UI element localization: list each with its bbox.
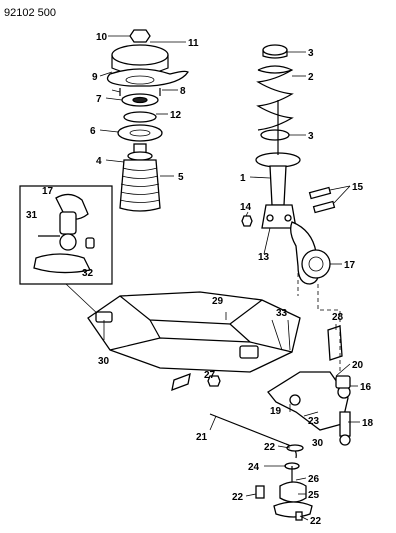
callout-label: 33 [276, 308, 288, 319]
steering-knuckle [290, 221, 331, 285]
callout-label: 27 [204, 370, 216, 381]
callout-leaders [99, 35, 360, 521]
callout-label: 13 [258, 252, 270, 263]
callout-labels: 10 11 9 8 7 12 6 4 5 3 2 3 1 15 14 13 17… [26, 32, 374, 527]
phantom-lines [297, 266, 341, 372]
callout-label: 31 [26, 210, 38, 221]
crossmember-nut [207, 375, 221, 387]
spring-strut-assembly [255, 44, 301, 229]
callout-label: 28 [332, 312, 344, 323]
strut-mount-assembly [106, 29, 189, 212]
strut-bolts [241, 186, 336, 227]
callout-label: 30 [312, 438, 324, 449]
callout-label: 17 [42, 186, 54, 197]
callout-label: 4 [96, 156, 102, 167]
callout-label: 16 [360, 382, 372, 393]
callout-label: 8 [180, 86, 186, 97]
callout-label: 20 [352, 360, 364, 371]
callout-label: 26 [308, 474, 320, 485]
callout-label: 10 [96, 32, 108, 43]
callout-label: 23 [308, 416, 320, 427]
callout-label: 24 [248, 462, 260, 473]
callout-label: 3 [308, 48, 314, 59]
crossmember [87, 291, 301, 392]
callout-label: 25 [308, 490, 320, 501]
callout-label: 21 [196, 432, 208, 443]
callout-label: 12 [170, 110, 182, 121]
callout-label: 29 [212, 296, 224, 307]
callout-label: 22 [310, 516, 322, 527]
callout-label: 5 [178, 172, 184, 183]
lower-control-arm [267, 371, 351, 446]
inset-detail [19, 185, 113, 317]
callout-label: 11 [188, 38, 199, 49]
callout-label: 6 [90, 126, 96, 137]
callout-label: 1 [240, 173, 246, 184]
callout-label: 32 [82, 268, 94, 279]
callout-label: 18 [362, 418, 374, 429]
callout-label: 2 [308, 72, 314, 83]
diagram-code: 92102 500 [4, 7, 56, 19]
stabilizer-bar [209, 413, 297, 459]
callout-label: 22 [264, 442, 276, 453]
callout-label: 17 [344, 260, 356, 271]
stabilizer-link-hardware [255, 444, 313, 521]
callout-label: 14 [240, 202, 252, 213]
callout-label: 22 [232, 492, 244, 503]
callout-label: 19 [270, 406, 282, 417]
callout-label: 3 [308, 131, 314, 142]
callout-label: 7 [96, 94, 102, 105]
callout-label: 9 [92, 72, 98, 83]
callout-label: 15 [352, 182, 364, 193]
callout-label: 30 [98, 356, 110, 367]
